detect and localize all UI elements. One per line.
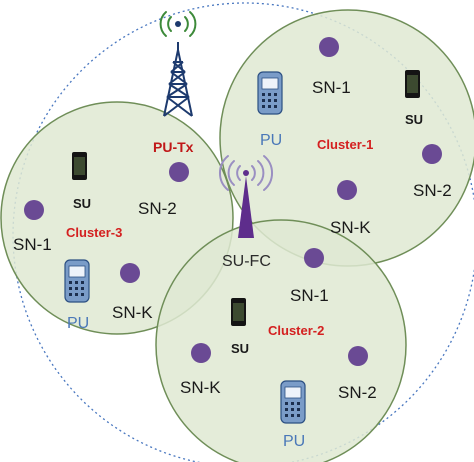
cluster-1-label: Cluster-1 — [317, 137, 373, 152]
su-label: SU — [73, 196, 91, 211]
sn-2-label: SN-2 — [138, 199, 177, 218]
radio-tower-icon — [159, 11, 197, 117]
sn-2-label: SN-2 — [413, 181, 452, 200]
sn-1-label: SN-1 — [13, 235, 52, 254]
smartphone-icon — [72, 152, 87, 180]
sn-k-label: SN-K — [112, 303, 153, 322]
su-label: SU — [405, 112, 423, 127]
sn-1-label: SN-1 — [290, 286, 329, 305]
smartphone-icon — [405, 70, 420, 98]
smartphone-icon — [231, 298, 246, 326]
antenna-icon — [218, 155, 274, 238]
handset-icon — [64, 259, 90, 303]
sensing-node — [319, 37, 339, 57]
cluster-2-label: Cluster-2 — [268, 323, 324, 338]
sn-2-label: SN-2 — [338, 383, 377, 402]
sensing-node — [422, 144, 442, 164]
sensing-node — [348, 346, 368, 366]
cluster-3-area — [0, 101, 234, 335]
sensing-node — [337, 180, 357, 200]
handset-icon — [280, 380, 306, 424]
sn-k-label: SN-K — [330, 218, 371, 237]
sensing-node — [24, 200, 44, 220]
handset-icon — [257, 71, 283, 115]
su-label: SU — [231, 341, 249, 356]
sn-1-label: SN-1 — [312, 78, 351, 97]
su-fc-label: SU-FC — [222, 253, 271, 270]
sensing-node — [169, 162, 189, 182]
sn-k-label: SN-K — [180, 378, 221, 397]
pu-label: PU — [67, 315, 89, 332]
pu-label: PU — [260, 132, 282, 149]
sensing-node — [191, 343, 211, 363]
pu-tx-label: PU-Tx — [153, 139, 194, 155]
cluster-2-area — [155, 219, 407, 462]
sensing-node — [304, 248, 324, 268]
cluster-3-label: Cluster-3 — [66, 225, 122, 240]
pu-label: PU — [283, 433, 305, 450]
sensing-node — [120, 263, 140, 283]
